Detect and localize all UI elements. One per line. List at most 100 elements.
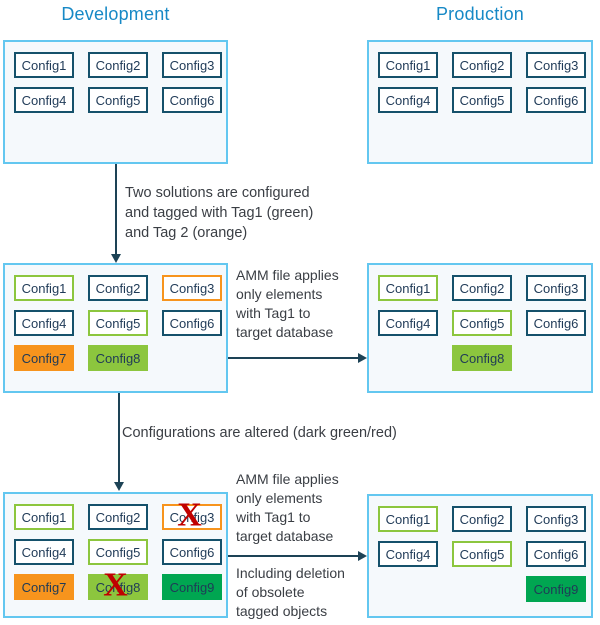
config-chip-label: Config6 <box>533 546 579 562</box>
config-chip-config3: Config3 <box>162 52 222 78</box>
amm-apply-annotation-1: AMM file applies only elements with Tag1 t… <box>236 266 339 342</box>
config-chip-config3: Config3 <box>526 506 586 532</box>
config-chip-config5: Config5 <box>452 310 512 336</box>
arrow-dev-tagged-to-prod <box>228 353 367 363</box>
config-chip-label: Config3 <box>169 280 215 296</box>
annotation-line: of obsolete <box>236 584 305 600</box>
config-chip-label: Config9 <box>533 581 579 597</box>
config-chip-label: Config6 <box>169 544 215 560</box>
step2-annotation: Configurations are altered (dark green/r… <box>122 425 397 441</box>
production-title: Production <box>435 4 525 24</box>
config-chip-config2: Config2 <box>452 506 512 532</box>
config-chip-config5: Config5 <box>88 310 148 336</box>
config-chip-config5: Config5 <box>88 539 148 565</box>
config-chip-label: Config1 <box>21 280 67 296</box>
config-chip-label: Config3 <box>533 511 579 527</box>
config-chip-config2: Config2 <box>452 275 512 301</box>
config-chip-config4: Config4 <box>378 310 438 336</box>
annotation-line: AMM file applies <box>236 267 339 283</box>
config-chip-label: Config5 <box>95 92 141 108</box>
config-chip-config9: Config9 <box>162 574 222 600</box>
annotation-line: only elements <box>236 286 323 302</box>
config-chip-label: Config6 <box>533 92 579 108</box>
config-chip-label: Config2 <box>95 57 141 73</box>
config-chip-label: Config5 <box>459 315 505 331</box>
annotation-line: target database <box>236 324 334 340</box>
config-chip-label: Config4 <box>21 315 67 331</box>
config-chip-config5: Config5 <box>452 541 512 567</box>
config-chip-config9: Config9 <box>526 576 586 602</box>
config-chip-label: Config3 <box>533 280 579 296</box>
config-chip-label: Config2 <box>95 280 141 296</box>
config-chip-config1: Config1 <box>14 504 74 530</box>
amm-apply-annotation-2: AMM file applies only elements with Tag1 t… <box>236 470 339 546</box>
config-chip-label: Config1 <box>385 280 431 296</box>
config-chip-config3: Config3 <box>526 275 586 301</box>
config-chip-label: Config5 <box>459 546 505 562</box>
config-chip-config2: Config2 <box>88 275 148 301</box>
annotation-line: only elements <box>236 490 323 506</box>
config-chip-config2: Config2 <box>452 52 512 78</box>
config-chip-config4: Config4 <box>378 541 438 567</box>
arrow-dev-altered-to-prod <box>228 551 367 561</box>
config-chip-label: Config8 <box>459 350 505 366</box>
config-chip-config2: Config2 <box>88 504 148 530</box>
config-chip-config5: Config5 <box>88 87 148 113</box>
annotation-line: Including deletion <box>236 565 345 581</box>
config-chip-config3: Config3 <box>162 275 222 301</box>
config-chip-config6: Config6 <box>162 87 222 113</box>
config-chip-label: Config1 <box>385 511 431 527</box>
amm-deletion-annotation: Including deletion of obsolete tagged obje… <box>236 564 345 621</box>
config-chip-config4: Config4 <box>14 310 74 336</box>
config-chip-label: Config7 <box>21 350 67 366</box>
config-chip-label: Config8 <box>95 350 141 366</box>
annotation-line: AMM file applies <box>236 471 339 487</box>
config-chip-label: Config2 <box>459 57 505 73</box>
config-chip-label: Config6 <box>533 315 579 331</box>
config-chip-label: Config4 <box>21 92 67 108</box>
config-chip-label: Config4 <box>21 544 67 560</box>
config-chip-label: Config4 <box>385 546 431 562</box>
annotation-line: with Tag1 to <box>236 305 311 321</box>
development-title: Development <box>61 4 170 24</box>
config-chip-label: Config7 <box>21 579 67 595</box>
config-chip-label: Config3 <box>533 57 579 73</box>
config-chip-config1: Config1 <box>14 52 74 78</box>
config-chip-config1: Config1 <box>14 275 74 301</box>
config-chip-config6: Config6 <box>526 310 586 336</box>
config-chip-config1: Config1 <box>378 275 438 301</box>
annotation-line: with Tag1 to <box>236 509 311 525</box>
config-chip-label: Config2 <box>95 509 141 525</box>
config-chip-config4: Config4 <box>14 87 74 113</box>
config-chip-label: Config5 <box>95 544 141 560</box>
config-chip-config5: Config5 <box>452 87 512 113</box>
annotation-line: and Tag 2 (orange) <box>125 225 248 241</box>
config-chip-label: Config6 <box>169 92 215 108</box>
config-chip-label: Config2 <box>459 280 505 296</box>
deleted-cross-icon: X <box>103 566 128 604</box>
config-chip-config6: Config6 <box>162 539 222 565</box>
config-chip-label: Config4 <box>385 315 431 331</box>
config-chip-config8: Config8 <box>452 345 512 371</box>
annotation-line: target database <box>236 528 334 544</box>
config-chip-label: Config6 <box>169 315 215 331</box>
config-chip-config7: Config7 <box>14 345 74 371</box>
config-chip-label: Config9 <box>169 579 215 595</box>
config-chip-config4: Config4 <box>14 539 74 565</box>
arrow-dev-initial-to-tagged <box>111 164 121 263</box>
config-chip-label: Config8 <box>95 579 141 595</box>
arrow-dev-tagged-to-altered <box>114 393 124 491</box>
config-chip-label: Config5 <box>459 92 505 108</box>
annotation-line: tagged objects <box>236 603 328 619</box>
config-chip-config1: Config1 <box>378 506 438 532</box>
config-chip-config2: Config2 <box>88 52 148 78</box>
config-chip-label: Config4 <box>385 92 431 108</box>
config-chip-config6: Config6 <box>162 310 222 336</box>
config-chip-label: Config3 <box>169 509 215 525</box>
